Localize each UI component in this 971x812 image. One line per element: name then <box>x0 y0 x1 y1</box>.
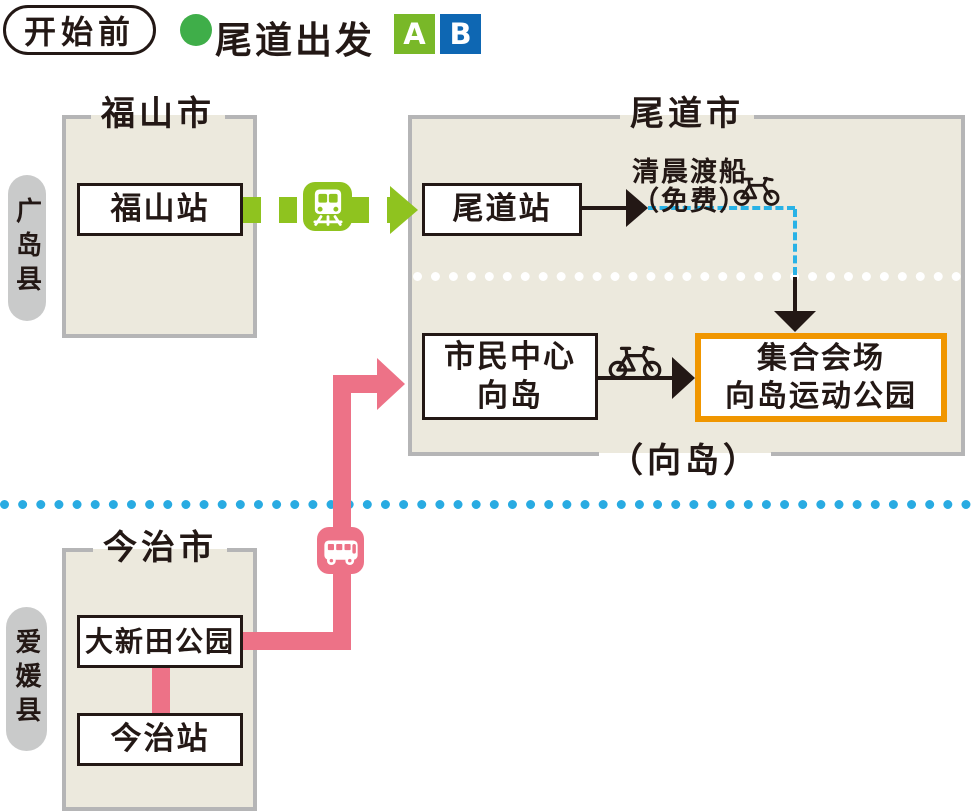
civic-center-label-line2: 向岛 <box>477 377 543 414</box>
civic-to-venue-arrowhead <box>672 357 695 399</box>
stage-badge-label: 开始前 <box>23 13 135 51</box>
badge-b-label: B <box>449 17 472 51</box>
train-route-arrowhead <box>390 186 418 234</box>
imabari-city-title: 今治市 <box>93 528 227 568</box>
legend-label: 尾道出发 <box>215 19 375 62</box>
fukuyama-city-title: 福山市 <box>91 94 225 134</box>
ferry-note-line1: 清晨渡船 <box>632 157 748 188</box>
bus-chip <box>317 527 364 574</box>
legend-dot-icon <box>180 14 212 46</box>
park-to-station-connector <box>152 666 170 714</box>
stage-badge: 开始前 <box>3 5 156 55</box>
venue-label-line2: 向岛运动公园 <box>725 378 917 414</box>
bus-route-arrowhead <box>377 358 405 410</box>
prefecture-label-ehime: 爱媛县 <box>6 607 47 751</box>
badge-a: A <box>394 14 435 54</box>
civic-to-venue-arrow-line <box>598 376 674 380</box>
bus-icon <box>323 540 358 565</box>
bus-route-top-line <box>333 375 379 393</box>
venue-label-line1: 集合会场 <box>757 341 885 376</box>
bus-route-bottom-line <box>241 632 351 650</box>
station-to-ferry-arrow-line <box>582 206 628 210</box>
bicycle-icon <box>608 345 662 380</box>
fukuyama-station-label: 福山站 <box>110 191 210 228</box>
ferry-to-venue-arrow-line <box>793 277 797 312</box>
bus-route-vertical-line <box>333 375 351 650</box>
badge-a-label: A <box>403 17 426 51</box>
venue-node: 集合会场 向岛运动公园 <box>695 333 947 422</box>
ferry-dashed-path-horizontal <box>648 206 795 210</box>
prefecture-label-hiroshima: 广岛县 <box>8 175 46 321</box>
ferry-to-venue-arrowhead <box>774 311 816 332</box>
station-to-ferry-arrowhead <box>626 189 648 227</box>
civic-center-label-line1: 市民中心 <box>444 338 576 375</box>
onomichi-city-title: 尾道市 <box>620 94 754 134</box>
civic-center-node: 市民中心 向岛 <box>422 333 598 420</box>
prefecture-divider-dotted <box>0 500 971 509</box>
badge-b: B <box>440 14 481 54</box>
bicycle-icon <box>733 176 780 206</box>
imabari-station-node: 今治站 <box>77 713 243 766</box>
ferry-dashed-path-vertical <box>793 209 797 275</box>
fukuyama-station-node: 福山站 <box>77 183 243 236</box>
onomichi-station-node: 尾道站 <box>422 183 582 236</box>
onomichi-inner-dotted-separator <box>413 272 961 281</box>
onomichi-station-label: 尾道站 <box>452 191 552 228</box>
oshinden-park-label: 大新田公园 <box>84 625 235 658</box>
mukaishima-annotation: （向岛） <box>599 441 771 481</box>
oshinden-park-node: 大新田公园 <box>77 615 243 668</box>
train-icon <box>312 189 343 226</box>
ferry-note-line2: （免费） <box>632 186 748 217</box>
imabari-station-label: 今治站 <box>110 721 210 758</box>
train-chip <box>303 182 352 231</box>
